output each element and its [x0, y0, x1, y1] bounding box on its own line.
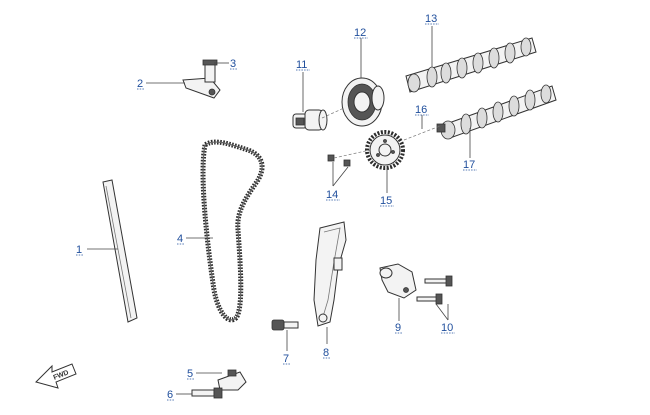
callouts: 1 2 3 4 5 6 7 8 9 10 11 12 13 14 15 16 1… — [76, 13, 477, 401]
callout-7[interactable]: 7 — [283, 353, 289, 365]
camshaft-lower-part — [436, 84, 557, 140]
callout-2[interactable]: 2 — [137, 78, 143, 90]
callout-17[interactable]: 17 — [463, 159, 475, 171]
callout-13[interactable]: 13 — [425, 13, 437, 25]
callout-4[interactable]: 4 — [177, 233, 183, 245]
callout-8[interactable]: 8 — [323, 347, 329, 359]
tensioner-bracket-part — [182, 59, 221, 99]
callout-14[interactable]: 14 — [326, 189, 338, 201]
tensioner-arm-part — [313, 221, 347, 327]
alignment-line — [403, 125, 441, 141]
leader-lines — [87, 26, 471, 395]
callout-1[interactable]: 1 — [76, 244, 82, 256]
bolts-part-14 — [327, 149, 371, 167]
callout-15[interactable]: 15 — [380, 195, 392, 207]
leader-10b — [435, 303, 449, 321]
lower-tensioner-part — [191, 369, 247, 399]
callout-16[interactable]: 16 — [415, 104, 427, 116]
chain-guide-part — [102, 179, 138, 323]
callout-5[interactable]: 5 — [187, 368, 193, 380]
cover-plate-part — [379, 263, 417, 299]
bolt-part-7 — [271, 319, 299, 331]
fwd-arrow-icon: FWD — [35, 363, 77, 389]
cam-sprocket-part — [365, 130, 405, 170]
bolts-part-10 — [416, 275, 453, 305]
callout-12[interactable]: 12 — [354, 27, 366, 39]
cam-phaser-part — [341, 77, 385, 127]
timing-chain-part — [200, 139, 265, 323]
camshaft-upper-part — [405, 37, 537, 93]
callout-10[interactable]: 10 — [441, 322, 453, 334]
callout-11[interactable]: 11 — [296, 59, 307, 71]
vvt-solenoid-part — [292, 109, 328, 131]
leader-14b — [332, 166, 349, 187]
callout-6[interactable]: 6 — [167, 389, 173, 401]
callout-9[interactable]: 9 — [395, 322, 401, 334]
callout-3[interactable]: 3 — [230, 58, 236, 70]
alignment-line — [321, 107, 345, 119]
